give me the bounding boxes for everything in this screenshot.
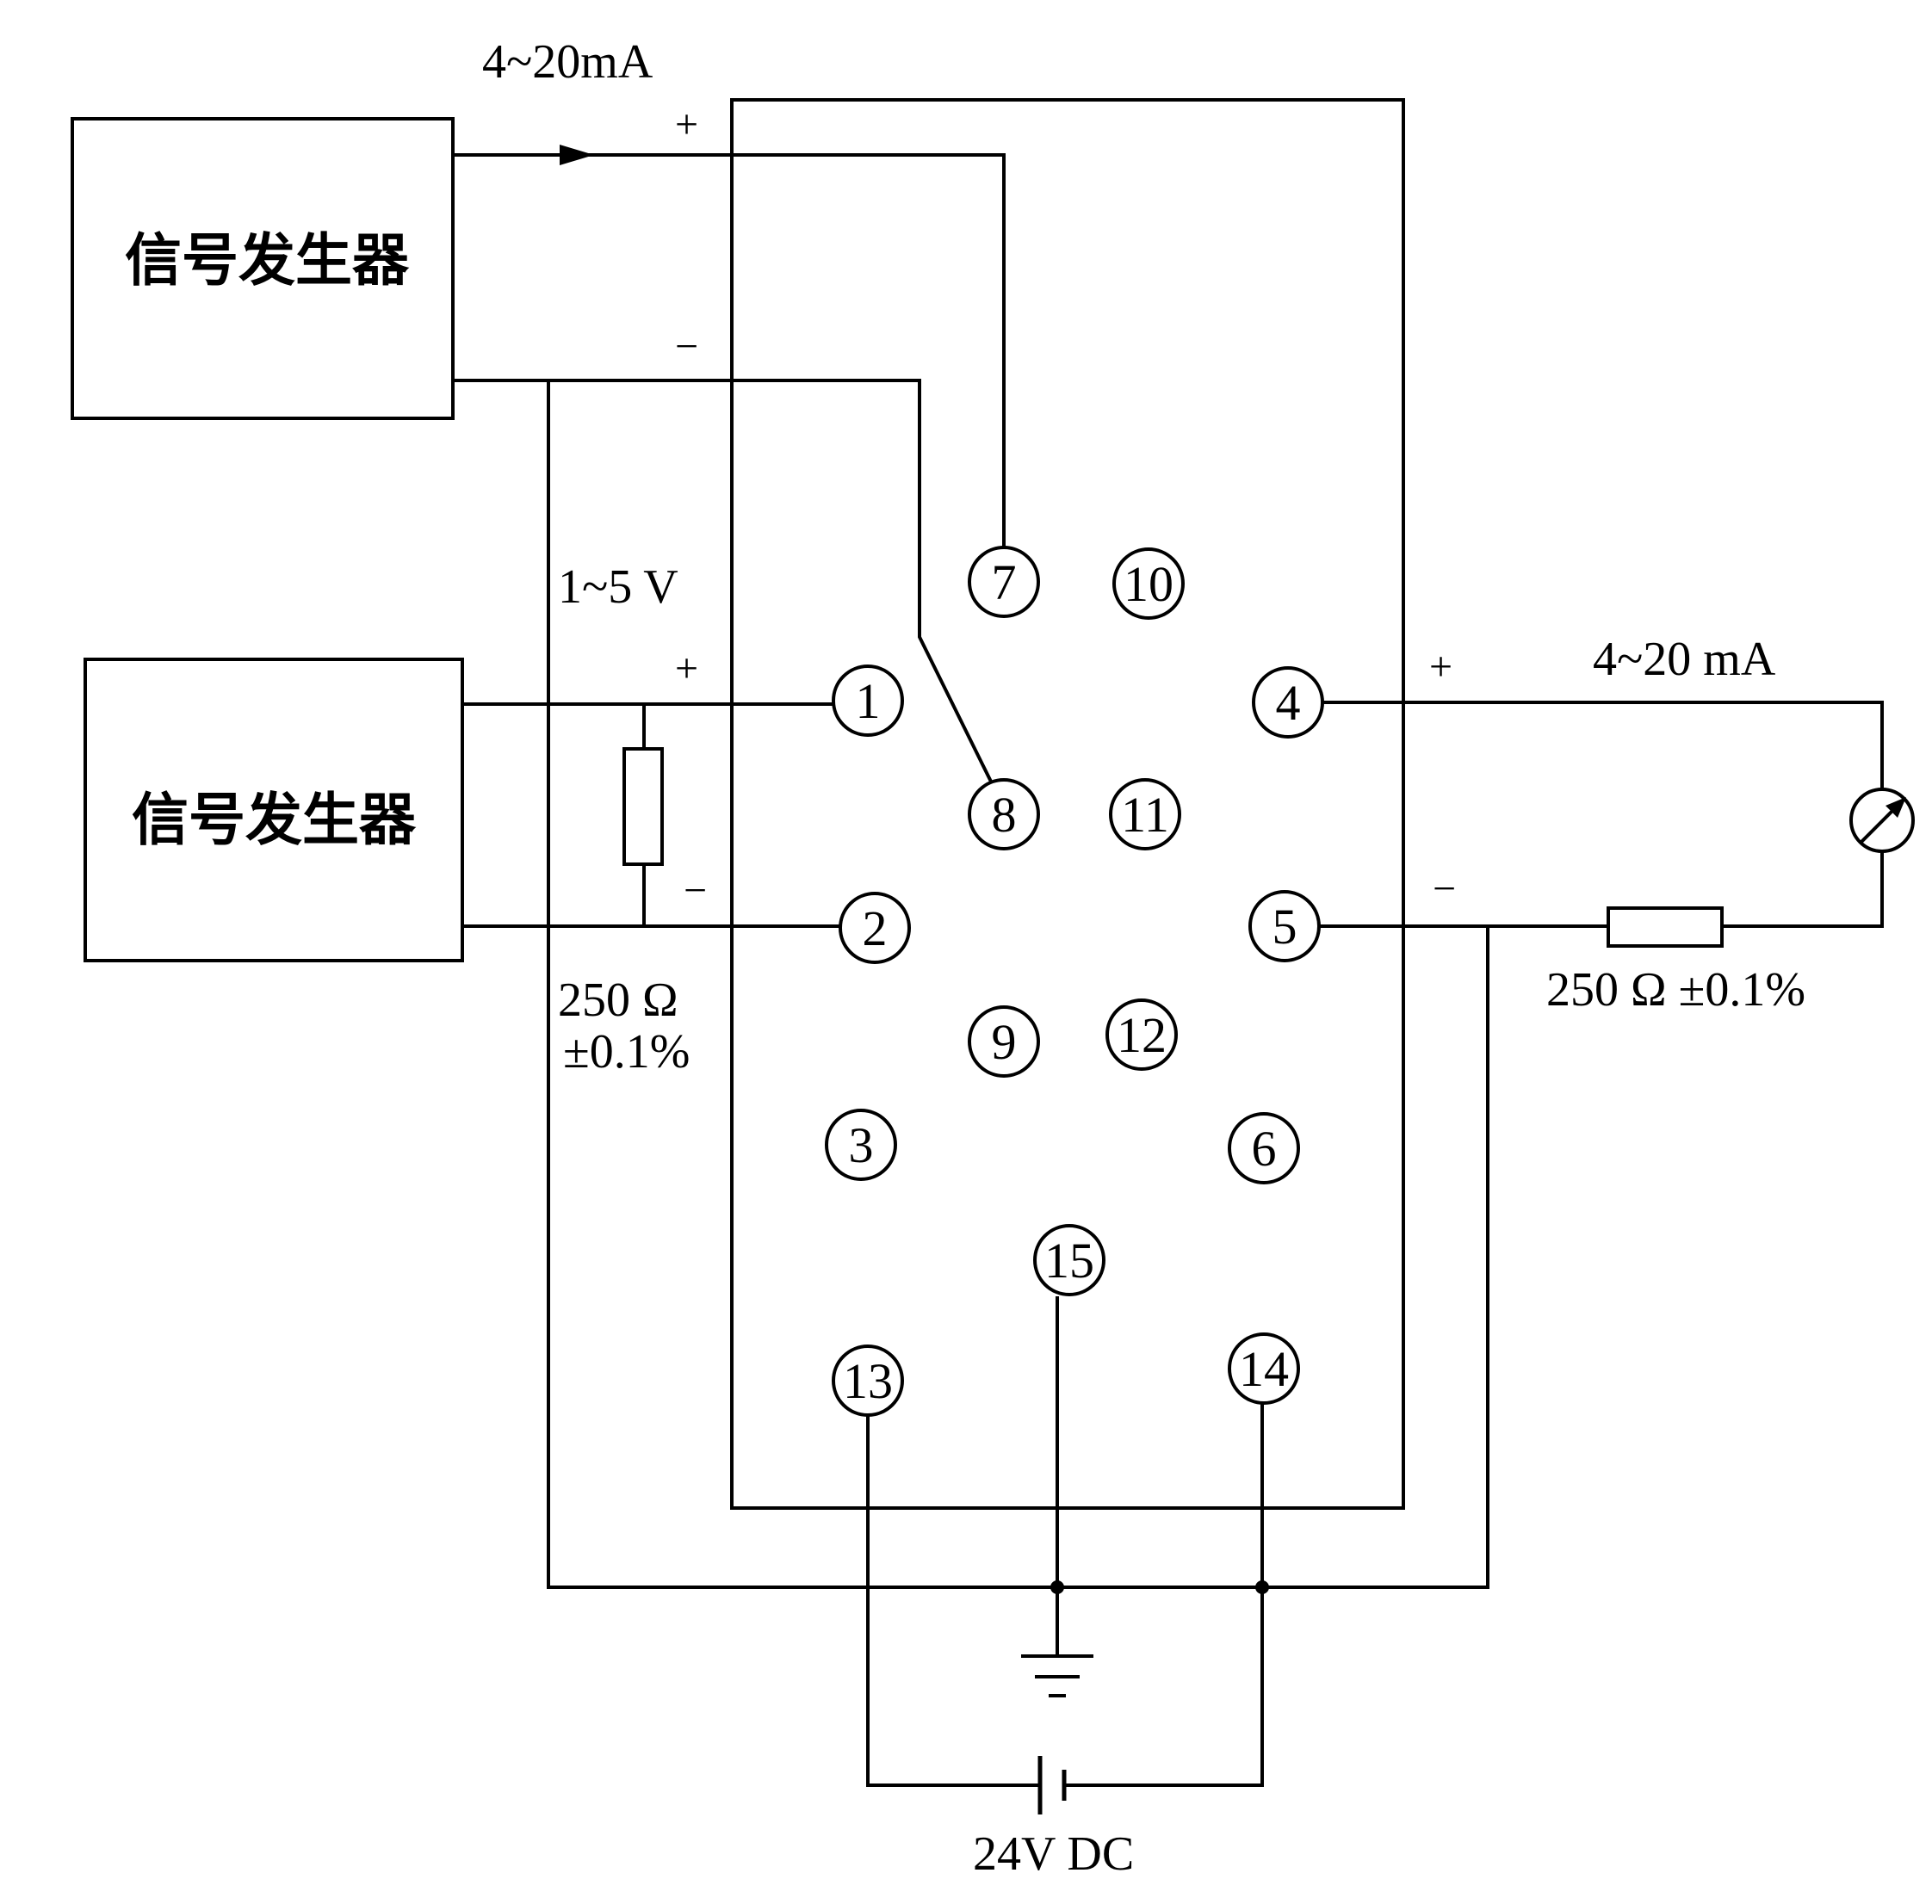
left-shunt-resistor [622, 747, 664, 866]
current-arrow [560, 145, 594, 165]
junction-dot [1255, 1580, 1269, 1594]
terminal-9: 9 [968, 1005, 1040, 1078]
signal-generator-bottom: 信号发生器 [84, 658, 464, 962]
wire-supply-14 [1062, 1394, 1264, 1787]
terminal-10: 10 [1112, 547, 1185, 620]
wire-top-minus [451, 379, 993, 782]
right-minus-sign: − [1433, 866, 1456, 912]
terminal-2: 2 [839, 892, 911, 964]
terminal-5: 5 [1248, 890, 1321, 962]
signal-generator-bottom-label: 信号发生器 [132, 787, 417, 853]
terminal-1: 1 [832, 665, 904, 737]
svg-text:1: 1 [856, 673, 881, 729]
svg-text:7: 7 [992, 554, 1017, 610]
signal-generator-top: 信号发生器 [71, 117, 455, 420]
wire-output-plus [1322, 701, 1884, 790]
svg-text:6: 6 [1252, 1121, 1277, 1177]
right-resistor-label: 250 Ω ±0.1% [1546, 963, 1805, 1017]
terminal-4: 4 [1252, 666, 1324, 739]
terminal-12: 12 [1105, 998, 1178, 1071]
svg-text:14: 14 [1239, 1341, 1289, 1397]
svg-text:2: 2 [863, 900, 888, 956]
svg-text:5: 5 [1273, 899, 1297, 955]
dc-supply-battery [1037, 1756, 1067, 1814]
left-resistor-value: 250 Ω [558, 974, 678, 1027]
svg-text:10: 10 [1124, 556, 1173, 612]
top-plus-sign: + [675, 102, 698, 147]
svg-text:3: 3 [849, 1117, 874, 1173]
right-load-resistor [1607, 906, 1724, 948]
svg-text:9: 9 [992, 1014, 1017, 1070]
supply-label: 24V DC [973, 1827, 1134, 1881]
svg-text:15: 15 [1044, 1233, 1094, 1289]
junction-dot [1050, 1580, 1064, 1594]
wire-common-return [547, 379, 1489, 1589]
top-current-label: 4~20mA [482, 35, 653, 89]
left-minus-sign: − [684, 868, 707, 913]
ammeter [1849, 788, 1915, 853]
top-minus-sign: − [675, 324, 698, 369]
terminal-15: 15 [1033, 1224, 1105, 1296]
wire-top-plus [451, 153, 1006, 549]
right-current-label: 4~20 mA [1593, 633, 1776, 686]
terminal-7: 7 [968, 546, 1040, 618]
svg-text:13: 13 [843, 1353, 893, 1409]
ground-icon [1021, 1654, 1093, 1697]
terminal-11: 11 [1109, 778, 1181, 850]
svg-text:4: 4 [1276, 675, 1301, 731]
terminal-3: 3 [825, 1109, 897, 1181]
svg-text:8: 8 [992, 787, 1017, 843]
instrument-housing [730, 98, 1405, 1510]
terminal-8: 8 [968, 778, 1040, 850]
terminal-14: 14 [1228, 1332, 1300, 1405]
left-plus-sign: + [675, 646, 698, 691]
svg-text:11: 11 [1121, 787, 1169, 843]
terminal-13: 13 [832, 1345, 904, 1417]
signal-generator-top-label: 信号发生器 [125, 227, 410, 294]
terminal-6: 6 [1228, 1112, 1300, 1184]
wire-supply-13 [866, 1406, 1042, 1787]
svg-text:12: 12 [1117, 1007, 1167, 1063]
left-resistor-tolerance: ±0.1% [563, 1025, 690, 1079]
right-plus-sign: + [1429, 644, 1452, 689]
voltage-label: 1~5 V [558, 560, 678, 614]
